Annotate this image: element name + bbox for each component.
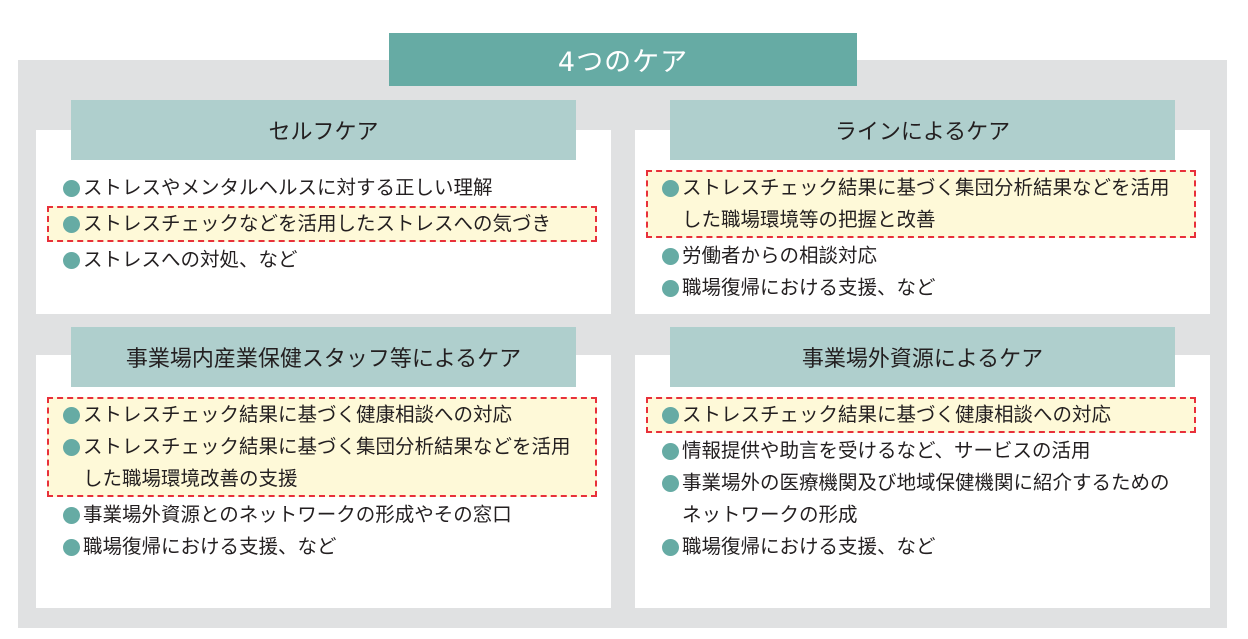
bullet-icon: [63, 216, 80, 233]
bullet-icon: [662, 280, 679, 297]
bullet-icon: [662, 407, 679, 424]
panel-body: ストレスやメンタルヘルスに対する正しい理解ストレスチェックなどを活用したストレス…: [47, 170, 597, 278]
list-item: 職場復帰における支援、など: [662, 272, 1188, 304]
list-item: 労働者からの相談対応: [662, 240, 1188, 272]
highlight-box: ストレスチェック結果に基づく健康相談への対応: [646, 397, 1196, 433]
list-item: 事業場外資源とのネットワークの形成やその窓口: [63, 499, 589, 531]
bullet-icon: [63, 407, 80, 424]
bullet-icon: [662, 248, 679, 265]
list-item: ストレスチェック結果に基づく集団分析結果などを活用した職場環境等の把握と改善: [662, 172, 1188, 236]
bullet-icon: [662, 539, 679, 556]
list-item-text: ストレスチェック結果に基づく集団分析結果などを活用した職場環境等の把握と改善: [682, 176, 1170, 231]
bullet-icon: [63, 539, 80, 556]
list-item-text: 事業場外の医療機関及び地域保健機関に紹介するためのネットワークの形成: [682, 471, 1170, 526]
bullet-icon: [63, 252, 80, 269]
list-item: 事業場外の医療機関及び地域保健機関に紹介するためのネットワークの形成: [662, 467, 1188, 531]
list-item-text: ストレスチェックなどを活用したストレスへの気づき: [83, 212, 552, 235]
panel-header: セルフケア: [71, 100, 576, 160]
highlight-box: ストレスチェックなどを活用したストレスへの気づき: [47, 206, 597, 242]
item-group: ストレスやメンタルヘルスに対する正しい理解: [47, 170, 597, 206]
highlight-box: ストレスチェック結果に基づく健康相談への対応ストレスチェック結果に基づく集団分析…: [47, 397, 597, 497]
list-item-text: 情報提供や助言を受けるなど、サービスの活用: [682, 439, 1091, 462]
list-item: ストレスやメンタルヘルスに対する正しい理解: [63, 172, 589, 204]
list-item-text: 職場復帰における支援、など: [682, 276, 936, 299]
bullet-icon: [662, 180, 679, 197]
list-item: ストレスチェック結果に基づく健康相談への対応: [662, 399, 1188, 431]
list-item: 職場復帰における支援、など: [662, 531, 1188, 563]
panel-header: ラインによるケア: [670, 100, 1175, 160]
list-item-text: 事業場外資源とのネットワークの形成やその窓口: [83, 503, 512, 526]
list-item-text: ストレスへの対処、など: [83, 248, 298, 271]
list-item: 職場復帰における支援、など: [63, 531, 589, 563]
item-group: 事業場外資源とのネットワークの形成やその窓口職場復帰における支援、など: [47, 497, 597, 565]
bullet-icon: [63, 180, 80, 197]
panel-body: ストレスチェック結果に基づく健康相談への対応ストレスチェック結果に基づく集団分析…: [47, 397, 597, 565]
list-item: 情報提供や助言を受けるなど、サービスの活用: [662, 435, 1188, 467]
item-group: 情報提供や助言を受けるなど、サービスの活用事業場外の医療機関及び地域保健機関に紹…: [646, 433, 1196, 565]
bullet-icon: [662, 443, 679, 460]
list-item: ストレスへの対処、など: [63, 244, 589, 276]
bullet-icon: [662, 475, 679, 492]
list-item: ストレスチェックなどを活用したストレスへの気づき: [63, 208, 589, 240]
list-item-text: ストレスチェック結果に基づく集団分析結果などを活用した職場環境改善の支援: [83, 435, 571, 490]
list-item-text: ストレスチェック結果に基づく健康相談への対応: [682, 403, 1112, 426]
list-item-text: 職場復帰における支援、など: [83, 535, 337, 558]
list-item-text: 労働者からの相談対応: [682, 244, 878, 267]
panel-body: ストレスチェック結果に基づく集団分析結果などを活用した職場環境等の把握と改善労働…: [646, 170, 1196, 306]
item-group: ストレスへの対処、など: [47, 242, 597, 278]
list-item-text: ストレスチェック結果に基づく健康相談への対応: [83, 403, 513, 426]
item-group: 労働者からの相談対応職場復帰における支援、など: [646, 238, 1196, 306]
panel-header: 事業場外資源によるケア: [670, 327, 1175, 387]
diagram-title: 4つのケア: [389, 33, 857, 86]
panel-body: ストレスチェック結果に基づく健康相談への対応情報提供や助言を受けるなど、サービス…: [646, 397, 1196, 565]
list-item-text: 職場復帰における支援、など: [682, 535, 936, 558]
panel-header: 事業場内産業保健スタッフ等によるケア: [71, 327, 576, 387]
list-item-text: ストレスやメンタルヘルスに対する正しい理解: [83, 176, 493, 199]
list-item: ストレスチェック結果に基づく集団分析結果などを活用した職場環境改善の支援: [63, 431, 589, 495]
bullet-icon: [63, 507, 80, 524]
bullet-icon: [63, 439, 80, 456]
highlight-box: ストレスチェック結果に基づく集団分析結果などを活用した職場環境等の把握と改善: [646, 170, 1196, 238]
list-item: ストレスチェック結果に基づく健康相談への対応: [63, 399, 589, 431]
